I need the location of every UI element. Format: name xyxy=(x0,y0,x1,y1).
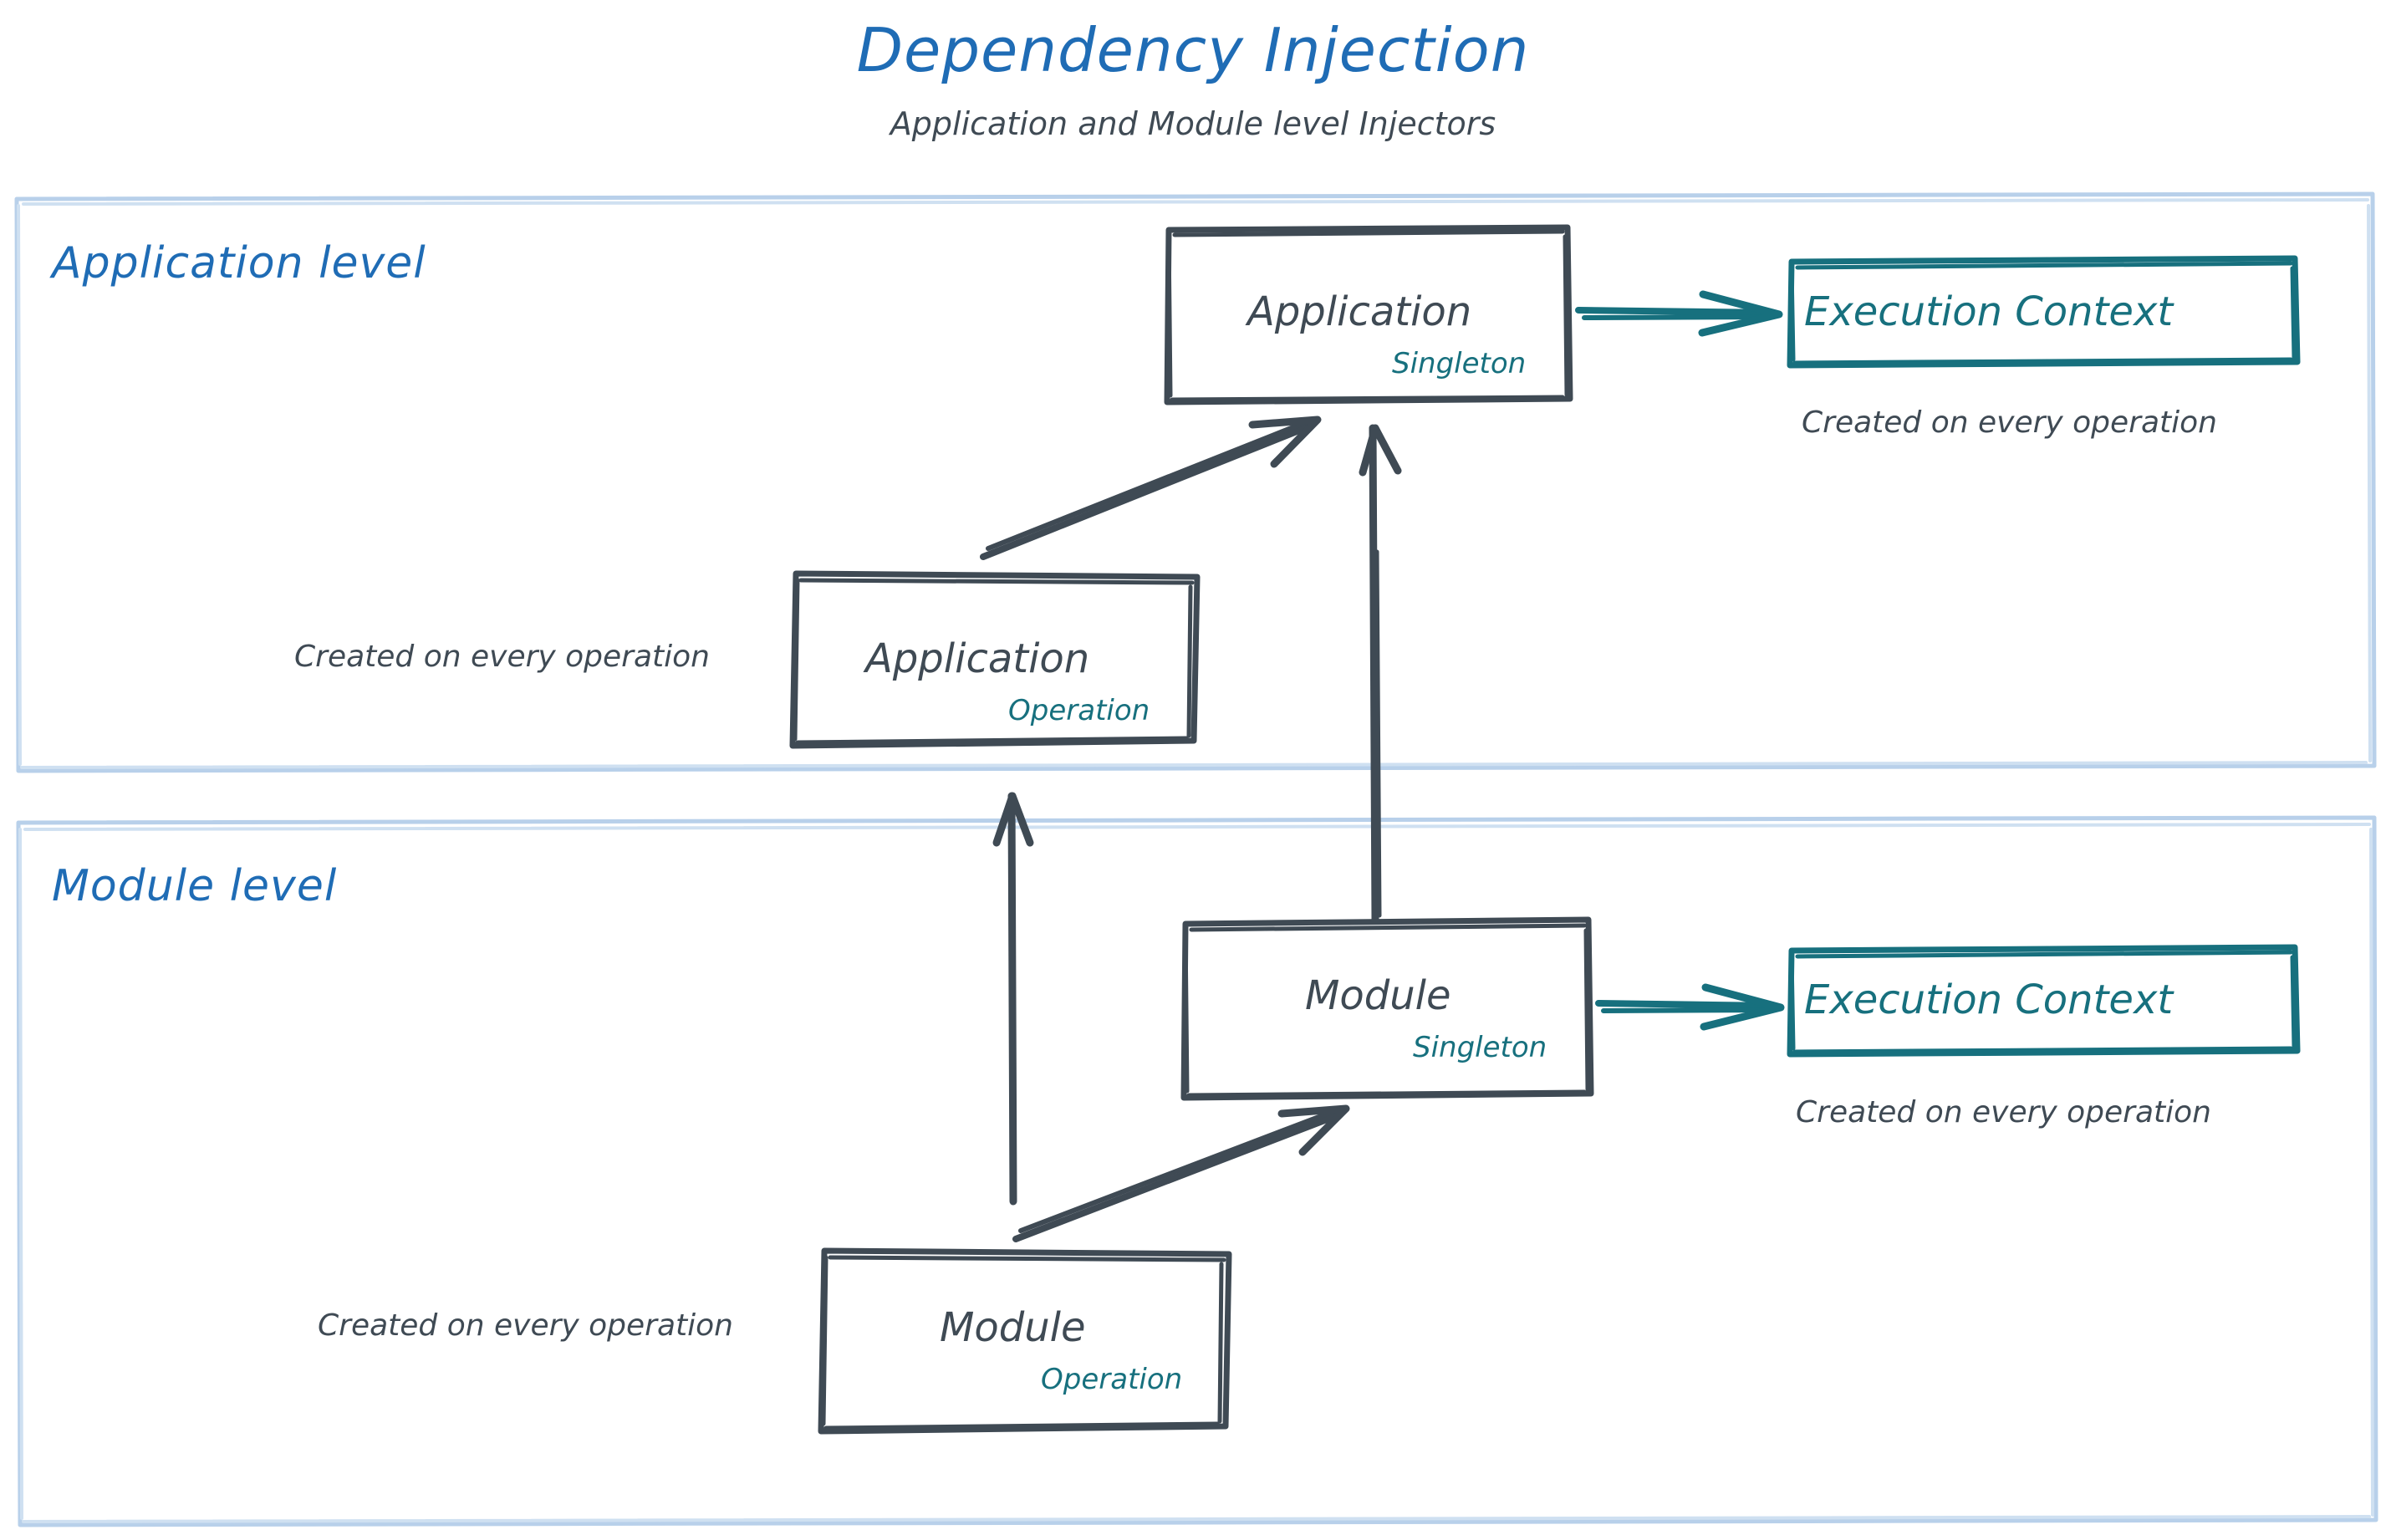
box-execution-context-module[interactable] xyxy=(1787,944,2301,1058)
box-module-operation[interactable] xyxy=(818,1247,1232,1435)
box-label-execution-context-application: Execution Context xyxy=(1804,288,2174,335)
arrow-module-singleton-to-app-singleton xyxy=(1359,424,1402,924)
section-container-application-level xyxy=(14,191,2377,773)
section-container-module-level xyxy=(16,815,2378,1527)
section-title-module-level: Module level xyxy=(52,861,338,911)
box-execution-context-application[interactable] xyxy=(1787,255,2301,369)
box-label-module-singleton-main: Module xyxy=(1305,972,1451,1019)
box-label-module-operation-scope: Operation xyxy=(1041,1363,1183,1396)
note-execution-context-application: Created on every operation xyxy=(1802,405,2217,440)
box-label-application-operation-scope: Operation xyxy=(1008,694,1150,727)
section-title-application-level: Application level xyxy=(52,238,426,288)
arrow-module-operation-to-module-singleton xyxy=(1012,1104,1350,1242)
box-label-module-operation-main: Module xyxy=(940,1304,1086,1351)
box-application-operation[interactable] xyxy=(789,570,1201,749)
box-label-application-singleton-scope: Singleton xyxy=(1392,347,1527,380)
arrow-module-operation-to-app-operation xyxy=(992,792,1034,1206)
arrow-app-singleton-to-execution-context xyxy=(1575,290,1783,337)
note-module-operation: Created on every operation xyxy=(318,1308,733,1343)
box-label-application-operation-main: Application xyxy=(865,635,1090,682)
note-execution-context-module: Created on every operation xyxy=(1796,1095,2211,1130)
box-module-singleton[interactable] xyxy=(1180,916,1594,1101)
box-application-singleton[interactable] xyxy=(1164,224,1573,405)
note-application-operation: Created on every operation xyxy=(294,640,710,674)
arrow-app-operation-to-app-singleton xyxy=(980,416,1322,560)
box-label-module-singleton-scope: Singleton xyxy=(1413,1031,1547,1064)
box-label-execution-context-module: Execution Context xyxy=(1804,977,2174,1023)
arrow-module-singleton-to-execution-context xyxy=(1595,983,1785,1031)
page-title: Dependency Injection xyxy=(856,15,1530,85)
page-subtitle: Application and Module level Injectors xyxy=(890,105,1496,142)
box-label-application-singleton-main: Application xyxy=(1247,288,1472,335)
